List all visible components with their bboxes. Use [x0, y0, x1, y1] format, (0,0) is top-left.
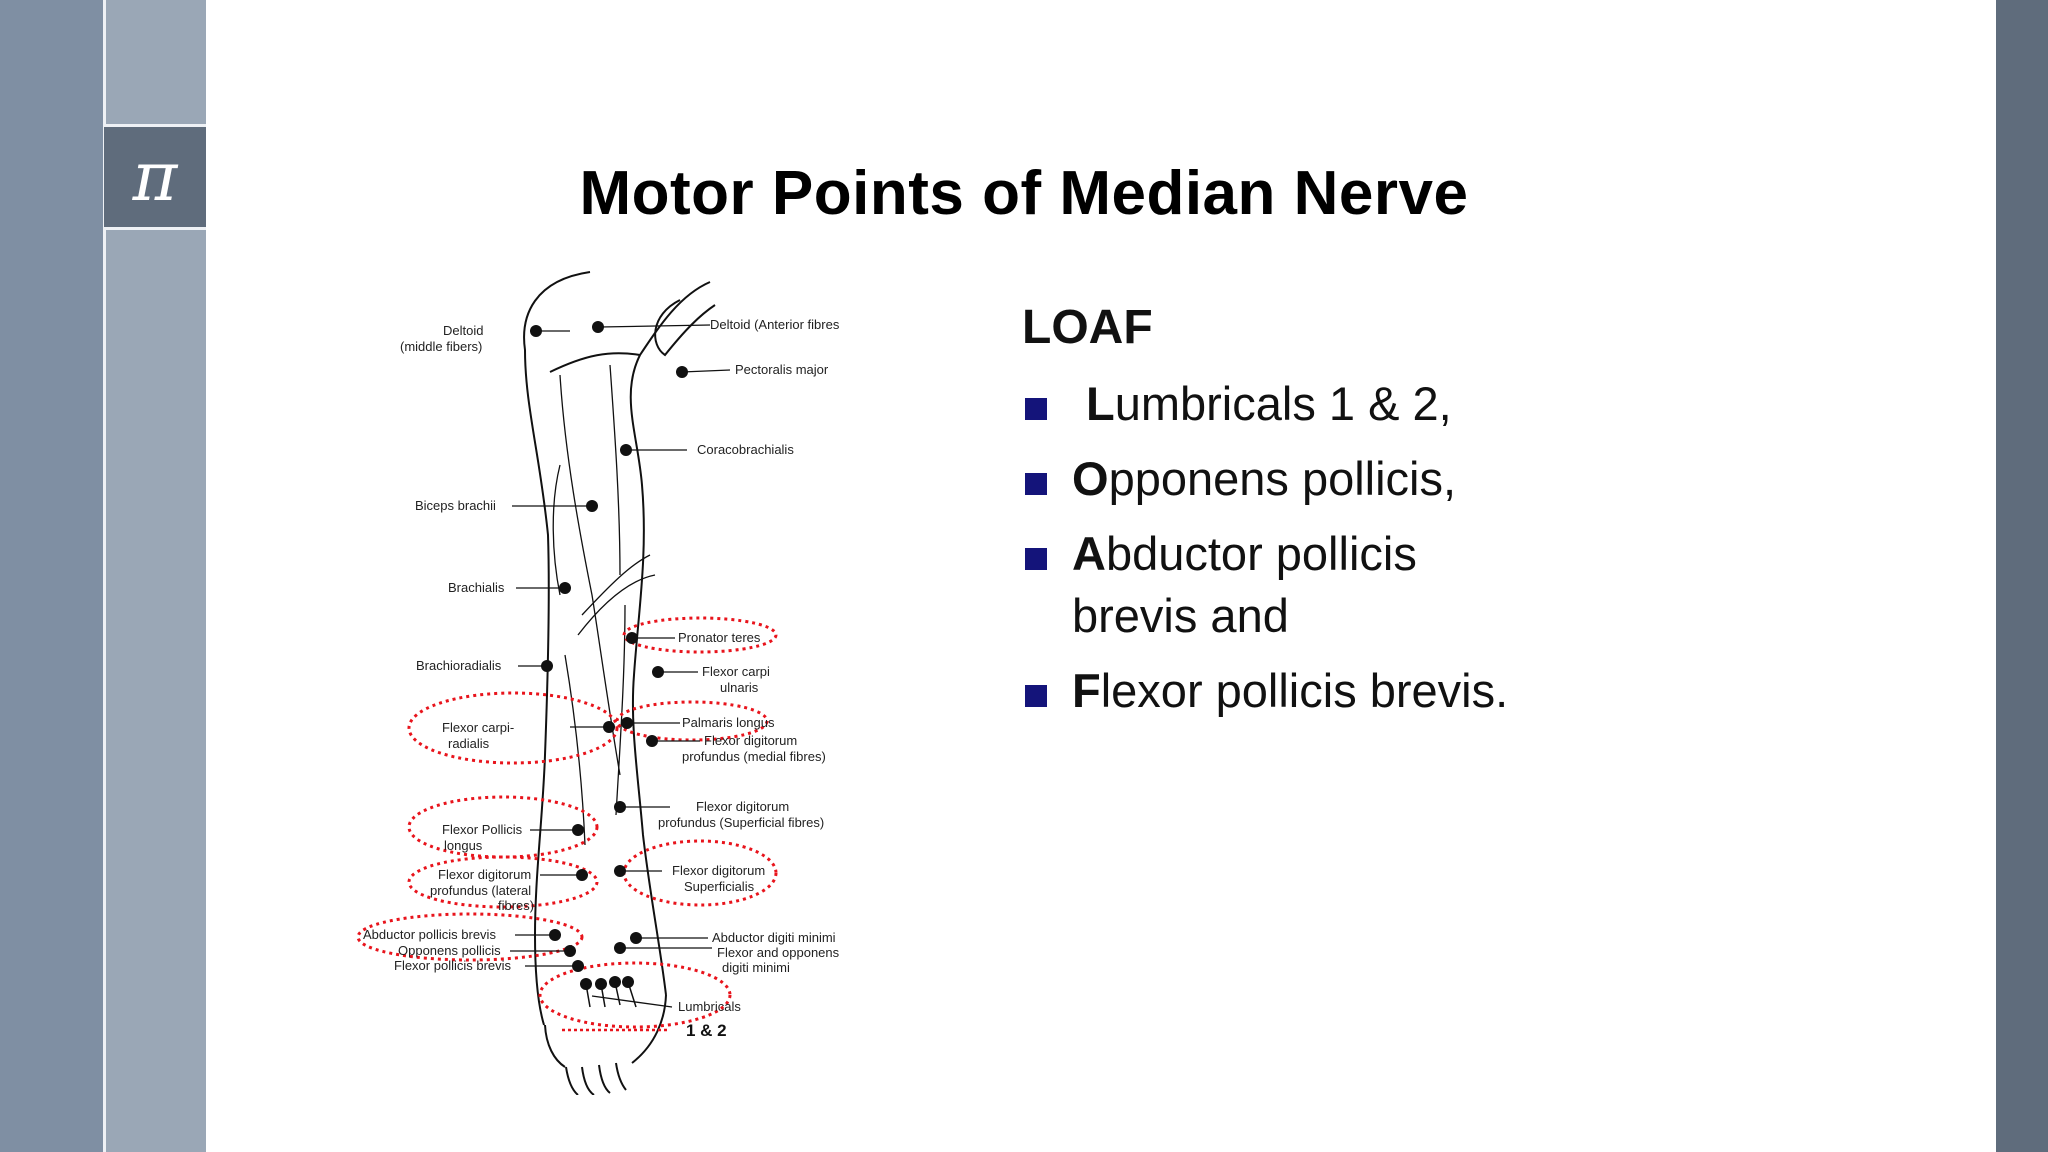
- label-brachialis: Brachialis: [448, 580, 505, 595]
- lumbrical-lines: [585, 981, 637, 1008]
- ellipse-palmaris: [615, 700, 769, 742]
- label-fdp-lateral-2: profundus (lateral: [430, 883, 531, 898]
- label-fdp-medial: Flexor digitorum: [704, 733, 797, 748]
- label-fcu-2: ulnaris: [720, 680, 759, 695]
- label-lumbricals: Lumbricals: [678, 999, 741, 1014]
- label-one-two: 1 & 2: [686, 1021, 727, 1040]
- label-deltoid-middle-2: (middle fibers): [400, 339, 482, 354]
- label-biceps-brachii: Biceps brachii: [415, 498, 496, 513]
- label-fodm-2: digiti minimi: [722, 960, 790, 975]
- slide-title: Motor Points of Median Nerve: [0, 158, 2048, 229]
- label-brachioradialis: Brachioradialis: [416, 658, 502, 673]
- label-op: Opponens pollicis: [398, 943, 501, 958]
- leader-lines: [510, 324, 731, 1032]
- label-pectoralis-major: Pectoralis major: [735, 362, 829, 377]
- label-palmaris-longus: Palmaris longus: [682, 715, 775, 730]
- square-bullet-icon: [1025, 398, 1047, 420]
- list-item-opponens: Opponens pollicis,: [1022, 448, 1662, 510]
- list-item-lumbricals: Lumbricals 1 & 2,: [1022, 373, 1662, 435]
- item-text: pponens pollicis,: [1108, 452, 1457, 505]
- loaf-heading: LOAF: [1022, 301, 1153, 354]
- label-deltoid-middle: Deltoid: [443, 323, 483, 338]
- label-deltoid-anterior: Deltoid (Anterior fibres: [710, 317, 840, 332]
- item-lead-letter: L: [1086, 377, 1115, 430]
- ellipse-pronator-teres: [622, 616, 778, 654]
- square-bullet-icon: [1025, 685, 1047, 707]
- label-fdp-medial-2: profundus (medial fibres): [682, 749, 826, 764]
- label-fds: Flexor digitorum: [672, 863, 765, 878]
- list-item-abductor: Abductor pollicis brevis and: [1022, 523, 1542, 647]
- motor-points: [530, 321, 688, 990]
- ellipse-lumbricals: [538, 961, 732, 1029]
- ellipse-fdp-lateral: [407, 855, 599, 909]
- item-lead-letter: A: [1072, 527, 1106, 580]
- item-text: umbricals 1 & 2,: [1114, 377, 1452, 430]
- ellipse-thenar: [356, 912, 584, 962]
- label-fds-2: Superficialis: [684, 879, 755, 894]
- item-lead-letter: O: [1072, 452, 1109, 505]
- label-fpl-2: longus: [444, 838, 483, 853]
- label-fcu: Flexor carpi: [702, 664, 770, 679]
- label-fodm: Flexor and opponens: [717, 945, 840, 960]
- ellipse-fpl: [407, 795, 599, 859]
- diagram-labels: Deltoid (middle fibers) Deltoid (Anterio…: [363, 317, 840, 1040]
- arm-motor-points-diagram: Deltoid (middle fibers) Deltoid (Anterio…: [320, 255, 880, 1096]
- ellipse-fcr: [407, 691, 619, 765]
- label-fcr-2: radialis: [448, 736, 490, 751]
- arm-diagram-svg: Deltoid (middle fibers) Deltoid (Anterio…: [356, 271, 840, 1096]
- label-fpl: Flexor Pollicis: [442, 822, 523, 837]
- right-decorative-band: [1996, 0, 2048, 1152]
- square-bullet-icon: [1025, 548, 1047, 570]
- loaf-list: Lumbricals 1 & 2, Opponens pollicis, Abd…: [1022, 373, 1662, 722]
- label-fdp-superficial-2: profundus (Superficial fibres): [658, 815, 824, 830]
- label-adm: Abductor digiti minimi: [712, 930, 836, 945]
- left-band-divider: [103, 0, 106, 1152]
- item-lead-letter: F: [1072, 664, 1101, 717]
- item-text: bductor pollicis brevis and: [1072, 527, 1417, 642]
- label-apb: Abductor pollicis brevis: [363, 927, 496, 942]
- label-fpb: Flexor pollicis brevis: [394, 958, 512, 973]
- pi-icon: π: [104, 124, 206, 230]
- item-text: lexor pollicis brevis.: [1100, 664, 1509, 717]
- label-fdp-lateral: Flexor digitorum: [438, 867, 531, 882]
- square-bullet-icon: [1025, 473, 1047, 495]
- label-coracobrachialis: Coracobrachialis: [697, 442, 794, 457]
- label-pronator-teres: Pronator teres: [678, 630, 761, 645]
- label-fdp-lateral-3: fibres): [498, 898, 534, 913]
- loaf-content: LOAF Lumbricals 1 & 2, Opponens pollicis…: [1022, 300, 1662, 735]
- label-fdp-superficial: Flexor digitorum: [696, 799, 789, 814]
- left-decorative-band: [0, 0, 103, 1152]
- arm-outline: [523, 271, 716, 1096]
- pi-glyph: π: [132, 137, 178, 217]
- list-item-flexor: Flexor pollicis brevis.: [1022, 660, 1662, 722]
- label-fcr: Flexor carpi-: [442, 720, 514, 735]
- slide-title-text: Motor Points of Median Nerve: [579, 159, 1469, 228]
